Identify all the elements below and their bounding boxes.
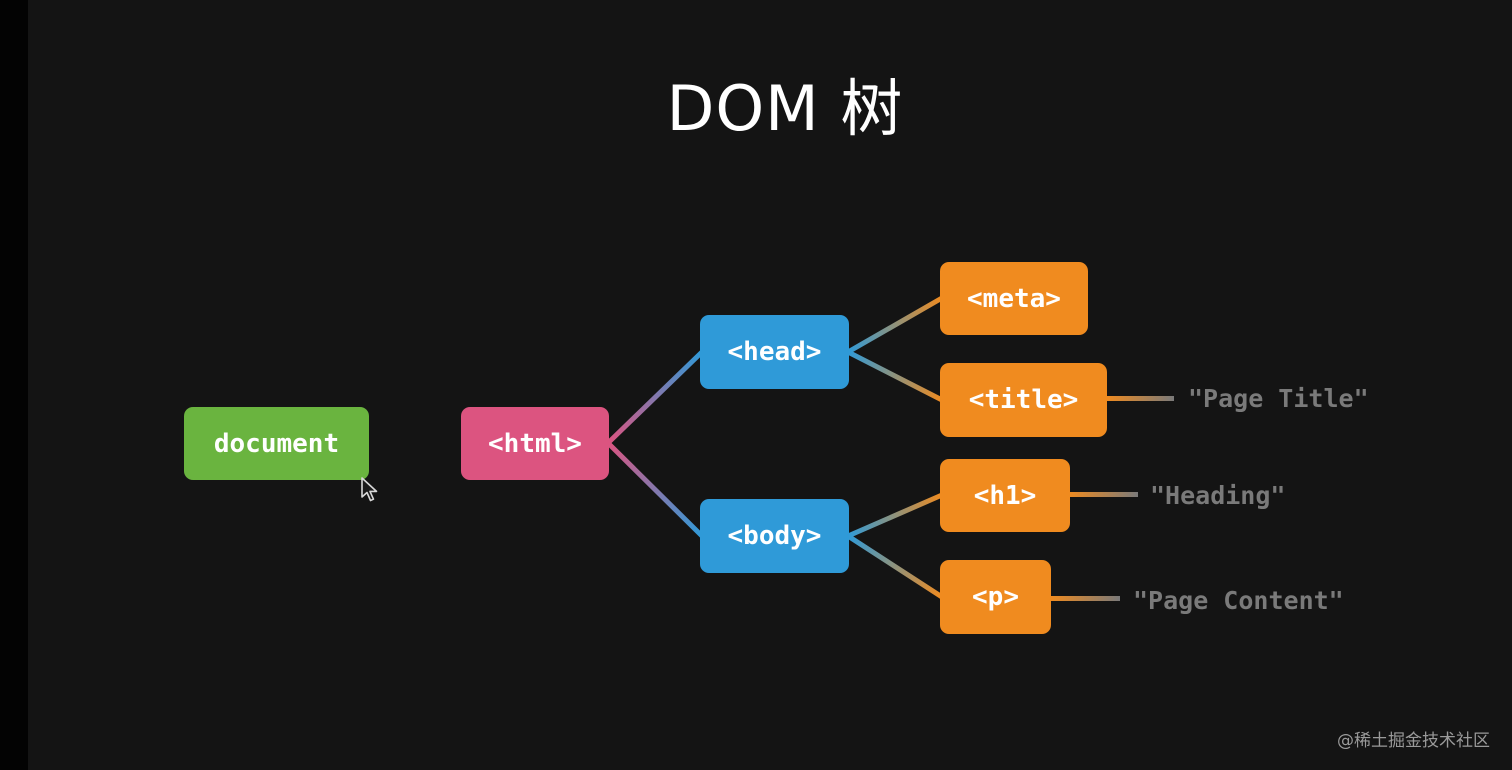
edge-body-h1 (845, 492, 945, 539)
edge-h1-text (1068, 492, 1138, 497)
text-node-page-title: "Page Title" (1188, 384, 1369, 413)
edge-html-head (605, 349, 705, 446)
watermark: @稀土掘金技术社区 (1337, 731, 1490, 751)
node-html: <html> (461, 407, 609, 480)
text-node-page-content: "Page Content" (1133, 586, 1344, 615)
node-document: document (184, 407, 369, 480)
left-black-bar (0, 0, 28, 770)
edge-body-p (845, 533, 945, 600)
edge-head-meta (845, 295, 945, 355)
node-title: <title> (940, 363, 1107, 437)
node-h1: <h1> (940, 459, 1070, 532)
mouse-cursor-icon (361, 477, 378, 502)
node-p: <p> (940, 560, 1051, 634)
edge-head-title (845, 349, 945, 403)
slide-title: DOM 树 (666, 72, 904, 145)
node-meta: <meta> (940, 262, 1088, 335)
edge-title-text (1106, 396, 1174, 401)
edge-html-body (605, 440, 705, 539)
node-body: <body> (700, 499, 849, 573)
edge-p-text (1050, 596, 1120, 601)
node-head: <head> (700, 315, 849, 389)
text-node-heading: "Heading" (1150, 481, 1286, 510)
